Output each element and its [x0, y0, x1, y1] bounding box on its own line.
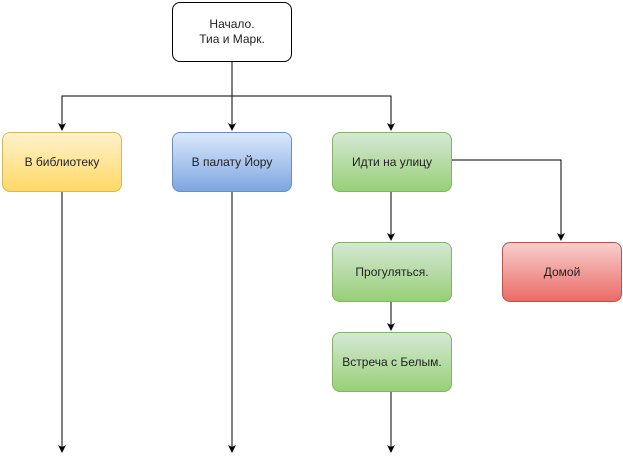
node-meeting[interactable]: Встреча с Белым. [332, 332, 452, 392]
node-street[interactable]: Идти на улицу [332, 132, 452, 192]
edge-street-to-home [452, 159, 565, 241]
node-library[interactable]: В библиотеку [2, 132, 122, 192]
node-chamber[interactable]: В палату Йору [172, 132, 292, 192]
node-walk[interactable]: Прогуляться. [332, 242, 452, 302]
edge-start-to-library [58, 62, 233, 131]
node-start[interactable]: Начало. Тиа и Марк. [172, 2, 292, 62]
node-home[interactable]: Домой [502, 242, 622, 302]
edge-start-to-street [232, 95, 395, 131]
